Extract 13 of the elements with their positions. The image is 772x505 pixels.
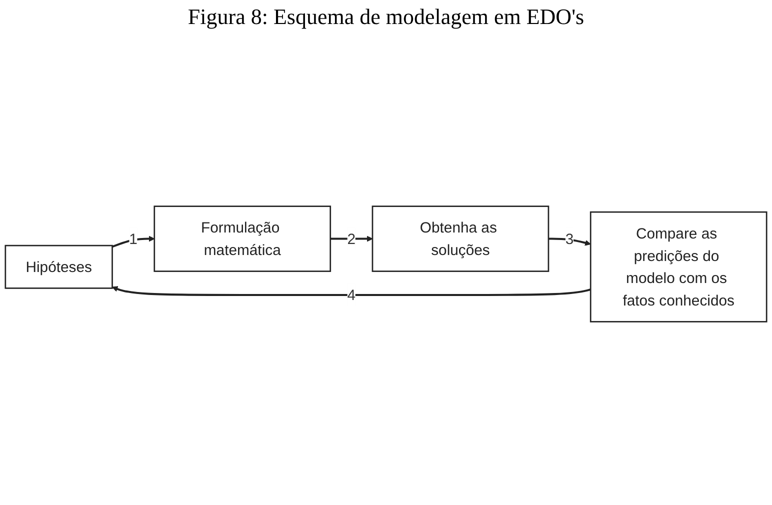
- edge-label: 4: [347, 286, 356, 304]
- node-box: Compare as predições do modelo com os fatos conhecidos: [590, 211, 768, 322]
- node-box: Hipóteses: [4, 244, 113, 289]
- arrow: [330, 236, 373, 242]
- arrow: [112, 286, 591, 296]
- edge-label: 3: [565, 230, 574, 248]
- node-box: Obtenha as soluções: [372, 206, 550, 272]
- arrow: [112, 236, 155, 248]
- arrow: [548, 238, 591, 246]
- edge-label: 2: [347, 230, 356, 248]
- figure-title: Figura 8: Esquema de modelagem em EDO's: [186, 4, 586, 30]
- edge-label: 1: [129, 230, 138, 248]
- node-box: Formulação matemática: [154, 206, 332, 272]
